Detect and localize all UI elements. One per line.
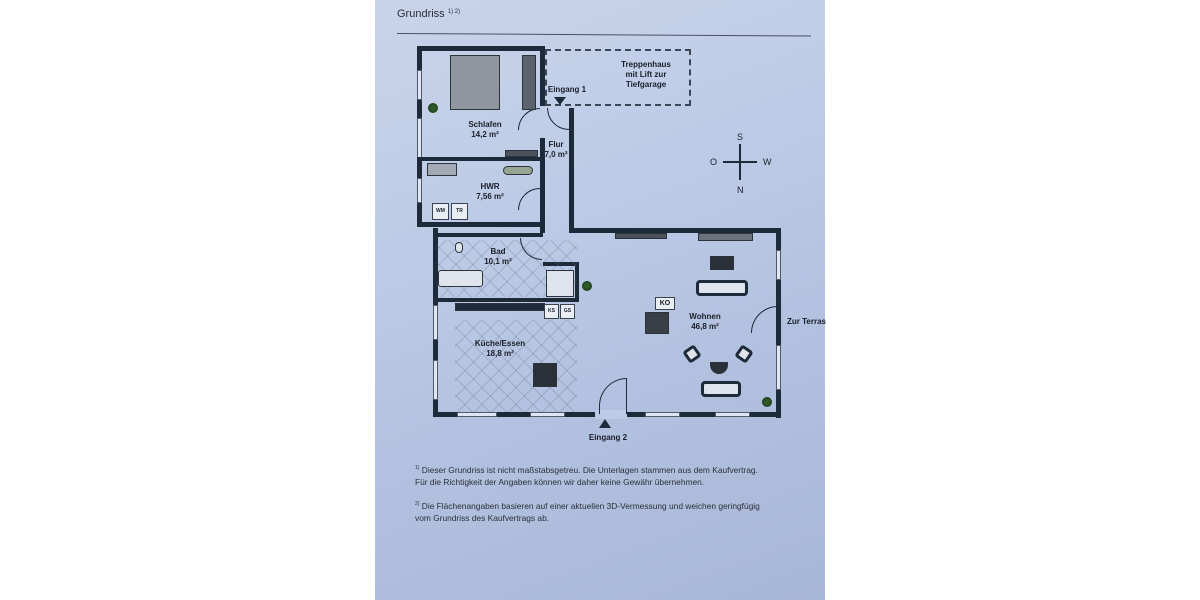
desk <box>645 312 669 334</box>
compass-north: N <box>737 185 744 195</box>
tv-bench <box>698 233 753 241</box>
compass-ow-arrow-icon <box>723 161 757 163</box>
compass-east: O <box>710 157 718 167</box>
hwr-sink <box>503 166 533 175</box>
wall <box>417 46 545 51</box>
armchair <box>682 344 702 364</box>
compass-south: S <box>737 132 744 142</box>
wall <box>540 46 545 106</box>
footnotes: 1) Dieser Grundriss ist nicht maßstabsge… <box>415 462 815 534</box>
kitchen-tiles <box>455 320 577 412</box>
stairwell-label: Treppenhaus mit Lift zur Tiefgarage <box>621 60 671 89</box>
wall <box>776 228 781 418</box>
washer-wm: WM <box>432 203 449 220</box>
wall <box>569 108 574 233</box>
dining-table <box>533 363 557 387</box>
window <box>417 178 422 203</box>
shower <box>546 270 574 297</box>
armchair <box>734 344 754 364</box>
bed <box>450 55 500 110</box>
terrace-label: Zur Terras <box>787 317 826 326</box>
window <box>457 412 497 417</box>
window <box>715 412 750 417</box>
tv <box>710 256 734 270</box>
wall <box>543 262 578 266</box>
page-title: Grundriss 1) 2) <box>397 8 461 20</box>
wall <box>417 222 545 227</box>
bathtub <box>438 270 483 287</box>
kitchen-counter <box>455 303 545 311</box>
compass: S N O W <box>710 132 775 196</box>
entrance1-arrow-icon <box>554 97 566 105</box>
wall <box>540 138 545 233</box>
window <box>776 345 781 390</box>
wall <box>433 233 543 237</box>
ko-box: KO <box>655 297 675 310</box>
footnote-refs: 1) 2) <box>447 9 461 15</box>
window <box>433 305 438 340</box>
plant-icon <box>762 397 772 407</box>
wall <box>575 262 579 302</box>
plant-icon <box>428 103 438 113</box>
entrance2-arrow-icon <box>599 419 611 428</box>
footnote-1: 1) Dieser Grundriss ist nicht maßstabsge… <box>415 464 758 487</box>
sideboard <box>615 233 667 239</box>
window <box>433 360 438 400</box>
stairwell-outline <box>545 49 691 106</box>
fridge-ks: KS <box>544 304 559 319</box>
compass-west: W <box>763 157 772 167</box>
door-schlafen[interactable] <box>518 108 540 130</box>
entrance2-label: Eingang 2 <box>588 433 628 442</box>
dishwasher-gs: GS <box>560 304 575 319</box>
entrance1-label: Eingang 1 <box>547 85 587 94</box>
footnote-2: 2) Die Flächenangaben basieren auf einer… <box>415 500 760 523</box>
window <box>645 412 680 417</box>
plant-icon <box>582 281 592 291</box>
door-entrance1[interactable] <box>547 108 569 130</box>
wall <box>433 298 579 302</box>
hwr-shelf <box>427 163 457 176</box>
document-page: Grundriss 1) 2) Treppenhaus mit Lift zur… <box>375 0 826 600</box>
floor-plan: Treppenhaus mit Lift zur Tiefgarage <box>375 0 826 460</box>
wall <box>569 228 781 233</box>
door-terrace[interactable] <box>751 306 778 333</box>
window <box>530 412 565 417</box>
sofa <box>696 280 748 296</box>
window <box>776 250 781 280</box>
window <box>417 118 422 158</box>
toilet <box>455 242 463 253</box>
door-entrance2[interactable] <box>599 378 627 414</box>
shelf <box>505 150 538 157</box>
dryer-tr: TR <box>451 203 468 220</box>
window <box>417 70 422 100</box>
wall <box>417 157 545 161</box>
entrance2-gap <box>595 410 627 419</box>
door-hwr[interactable] <box>518 188 540 210</box>
wardrobe <box>522 55 536 110</box>
sofa-2 <box>701 381 741 397</box>
coffee-table <box>710 362 728 374</box>
